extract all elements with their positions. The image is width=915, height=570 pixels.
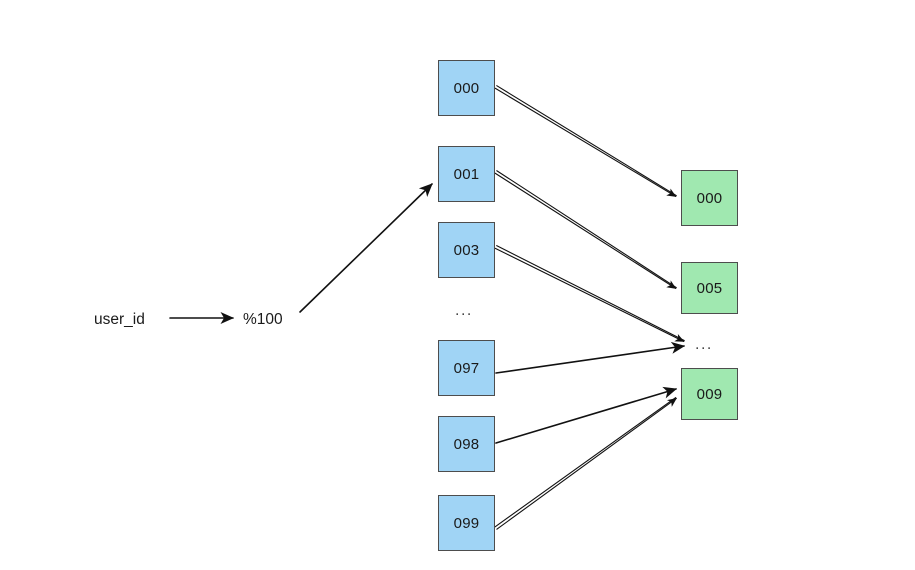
edge-group xyxy=(169,85,686,530)
shard-box-label: 003 xyxy=(453,241,480,259)
edge-edge-blue003-greendot xyxy=(494,245,685,343)
shard-box-label: 099 xyxy=(453,514,480,532)
shard-box-green-000[interactable]: 000 xyxy=(681,170,738,226)
shard-box-blue-097[interactable]: 097 xyxy=(438,340,495,396)
text-node-hash-label: %100 xyxy=(243,311,283,328)
shard-box-label: 098 xyxy=(453,435,480,453)
shard-box-green-009[interactable]: 009 xyxy=(681,368,738,420)
shard-box-blue-003[interactable]: 003 xyxy=(438,222,495,278)
shard-box-blue-000[interactable]: 000 xyxy=(438,60,495,116)
shard-box-green-005[interactable]: 005 xyxy=(681,262,738,314)
edge-edge-hash-blue001 xyxy=(299,183,433,313)
shard-box-label: 001 xyxy=(453,165,480,183)
shard-box-label: 009 xyxy=(696,385,723,403)
shard-box-label: 097 xyxy=(453,359,480,377)
edge-edge-blue099-green009 xyxy=(494,397,677,530)
text-node-blue-ellipsis: ... xyxy=(455,302,473,319)
shard-box-label: 000 xyxy=(453,79,480,97)
text-node-green-ellipsis: ... xyxy=(695,336,713,353)
edge-edge-blue097-greendot xyxy=(495,341,686,374)
shard-box-blue-099[interactable]: 099 xyxy=(438,495,495,551)
shard-box-blue-098[interactable]: 098 xyxy=(438,416,495,472)
edge-edge-blue001-green005 xyxy=(494,170,677,289)
edge-edge-blue098-green009 xyxy=(495,386,678,444)
shard-box-blue-001[interactable]: 001 xyxy=(438,146,495,202)
text-node-input-label: user_id xyxy=(94,311,145,328)
edge-edge-blue000-green000 xyxy=(494,85,677,197)
shard-box-label: 000 xyxy=(696,189,723,207)
shard-box-label: 005 xyxy=(696,279,723,297)
